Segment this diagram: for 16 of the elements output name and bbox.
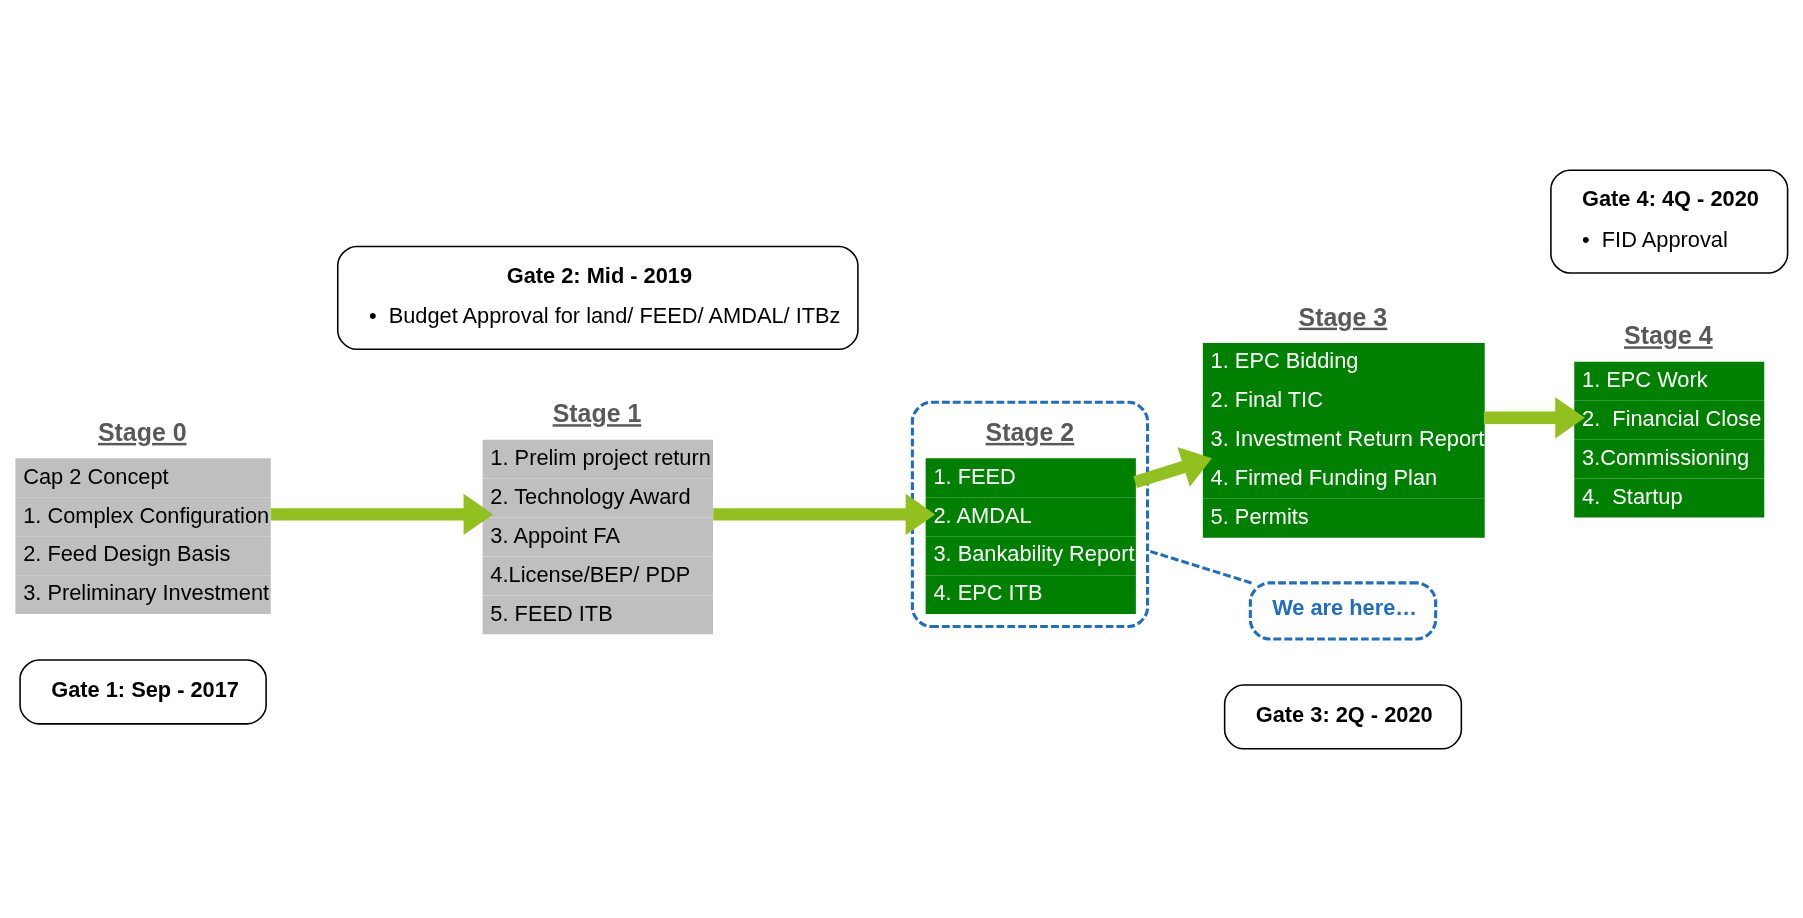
node-box: Gate 3: 2Q - 2020 bbox=[1223, 683, 1463, 750]
arrow bbox=[713, 493, 936, 535]
node-label: Stage 0 bbox=[97, 417, 187, 446]
node-box: Gate 2: Mid - 2019 • Budget Approval for land/ FEED/ AMDAL/ ITBz bbox=[336, 245, 859, 350]
arrow bbox=[1483, 396, 1585, 439]
arrow bbox=[271, 493, 494, 535]
node-box: We are here… bbox=[1248, 580, 1438, 641]
node-box: Gate 1: Sep - 2017 bbox=[19, 658, 267, 725]
node-box: Gate 4: 4Q - 2020 • FID Approval bbox=[1550, 168, 1789, 274]
node-label: Stage 3 bbox=[1298, 302, 1388, 331]
cluster bbox=[910, 400, 1150, 628]
node-label: Stage 2 bbox=[985, 417, 1075, 446]
node-label: Stage 1 bbox=[552, 398, 642, 427]
arrow bbox=[1133, 446, 1212, 488]
connector bbox=[1147, 548, 1252, 584]
node-label: Stage 4 bbox=[1624, 320, 1713, 349]
